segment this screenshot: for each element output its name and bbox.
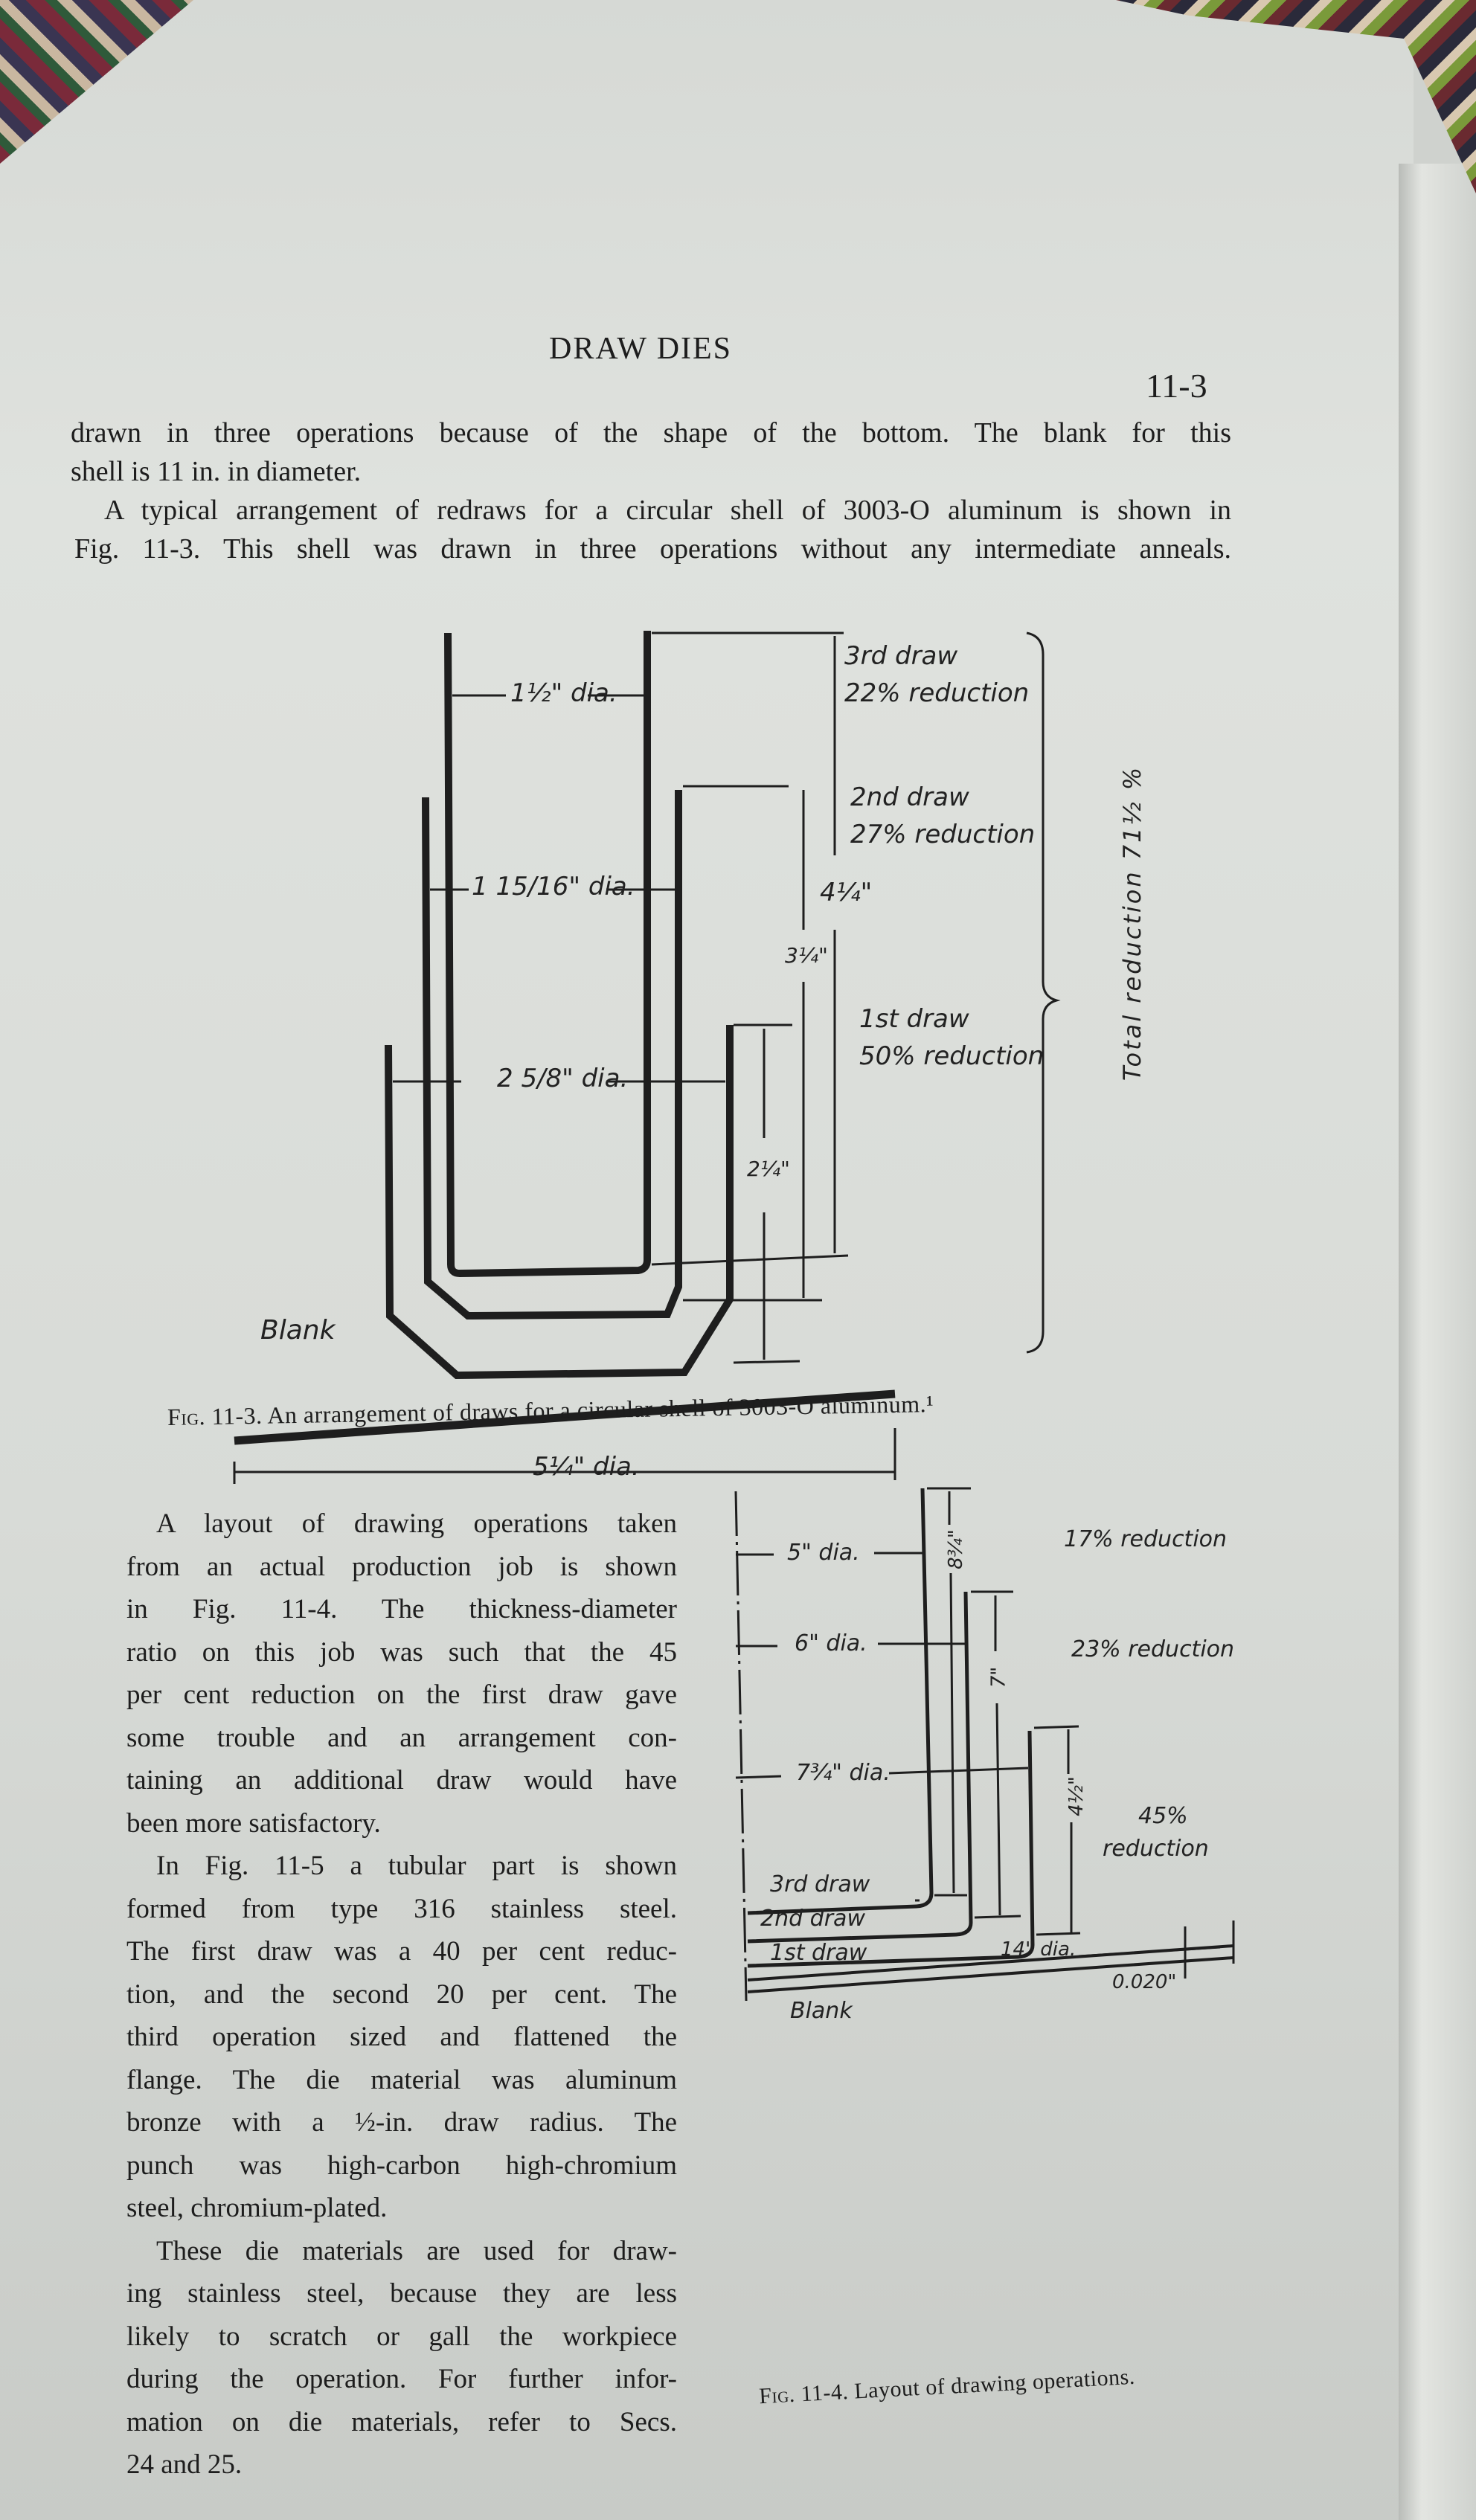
- text-line: ratio on this job was such that the 45: [126, 1636, 677, 1668]
- text-line: from an actual production job is shown: [126, 1551, 677, 1582]
- dimension-label: 8¾": [944, 1529, 967, 1569]
- page-edge: [1399, 164, 1476, 2520]
- text-line: punch was high-carbon high-chromium: [126, 2150, 677, 2181]
- draw-label: 2nd draw: [850, 782, 969, 812]
- text-line: bronze with a ½-in. draw radius. The: [126, 2107, 677, 2138]
- total-reduction-label: Total reduction 71½ %: [1118, 765, 1147, 1081]
- text-line: mation on die materials, refer to Secs.: [126, 2406, 677, 2437]
- extension-line: [927, 1487, 1235, 1979]
- text-line: drawn in three operations because of the…: [71, 417, 1231, 449]
- draw-label: 1st draw: [859, 1004, 969, 1034]
- dimension-label: 2¼": [747, 1157, 790, 1181]
- shell-3rd-draw: [747, 1488, 934, 1915]
- dimension-line: [915, 1491, 1073, 1932]
- dimension-label: 6" dia.: [795, 1630, 867, 1656]
- reduction-label: 45%: [1138, 1803, 1188, 1829]
- dimension-line: [393, 694, 725, 1083]
- dimension-label: 3¼": [785, 943, 828, 968]
- dimension-label: 2 5/8" dia.: [497, 1064, 629, 1093]
- draw-label: 1st draw: [770, 1940, 867, 1966]
- shell-1st-draw: [747, 1730, 1035, 1968]
- extension-line: [651, 631, 849, 1364]
- text-line: some trouble and an arrangement con-: [126, 1722, 677, 1753]
- dimension-label: 5" dia.: [787, 1540, 860, 1566]
- text-line: 24 and 25.: [126, 2449, 243, 2480]
- text-line: formed from type 316 stainless steel.: [126, 1893, 677, 1924]
- text-line: during the operation. For further infor-: [126, 2364, 677, 2394]
- draw-label: 3rd draw: [770, 1871, 870, 1897]
- dimension-label: 1 15/16" dia.: [472, 872, 635, 901]
- text-line: flange. The die material was aluminum: [126, 2064, 677, 2095]
- shell-3rd-draw: [444, 631, 651, 1278]
- total-brace: [1026, 631, 1061, 1354]
- reduction-label: reduction: [1103, 1836, 1209, 1862]
- draw-label: 2nd draw: [760, 1906, 865, 1932]
- dimension-label: 14" dia.: [1001, 1938, 1076, 1961]
- reduction-label: 23% reduction: [1071, 1636, 1235, 1662]
- text-line: In Fig. 11-5 a tubular part is shown: [156, 1851, 677, 1881]
- reduction-label: 17% reduction: [1064, 1526, 1228, 1552]
- book-page: [0, 0, 1414, 2520]
- text-line: The first draw was a 40 per cent reduc-: [126, 1936, 677, 1967]
- text-line: Fig. 11-3. This shell was drawn in three…: [74, 533, 1231, 565]
- blank-label: Blank: [260, 1315, 336, 1346]
- text-line: A layout of drawing operations taken: [156, 1508, 677, 1539]
- page-number: 11-3: [1146, 367, 1207, 405]
- dimension-line: [233, 1428, 896, 1484]
- shell-2nd-draw: [422, 790, 682, 1320]
- centerline: [734, 1491, 748, 2002]
- dimension-label: 4½": [1065, 1776, 1088, 1816]
- caption-prefix: Fig. 11-4.: [758, 2379, 850, 2409]
- dimension-label: 4¼": [820, 878, 873, 907]
- text-line: taining an additional draw would have: [126, 1765, 677, 1796]
- text-line: third operation sized and flattened the: [126, 2022, 677, 2052]
- shell-2nd-draw: [747, 1591, 973, 1944]
- dimension-label: 1½" dia.: [510, 678, 617, 708]
- dimension-label: 5¼" dia.: [533, 1452, 640, 1482]
- body-text: A layout of drawing operations taken fro…: [126, 1502, 677, 2487]
- text-line: per cent reduction on the first draw gav…: [126, 1680, 677, 1710]
- text-line: steel, chromium-plated.: [126, 2193, 388, 2223]
- dimension-label: 7¾" dia.: [796, 1760, 891, 1786]
- dimension-label: 0.020": [1112, 1971, 1177, 1993]
- reduction-label: 27% reduction: [850, 820, 1036, 849]
- text-line: shell is 11 in. in diameter.: [71, 456, 362, 487]
- reduction-label: 50% reduction: [859, 1041, 1045, 1071]
- draw-label: 3rd draw: [844, 641, 958, 671]
- fig-11-3-drawing: [233, 631, 1061, 1484]
- text-line: tion, and the second 20 per cent. The: [126, 1979, 677, 2010]
- fig-11-4-drawing: [734, 1487, 1235, 2002]
- text-line: in Fig. 11-4. The thickness-diameter: [126, 1594, 677, 1624]
- dimension-line: [735, 1552, 1221, 1958]
- running-title: DRAW DIES: [549, 332, 733, 366]
- caption-prefix: Fig. 11-3.: [167, 1401, 263, 1430]
- text-line: A typical arrangement of redraws for a c…: [104, 495, 1231, 526]
- text-line: been more satisfactory.: [126, 1807, 381, 1839]
- text-line: likely to scratch or gall the workpiece: [126, 2321, 677, 2352]
- blank-label: Blank: [790, 1998, 853, 2024]
- reduction-label: 22% reduction: [844, 678, 1030, 708]
- text-line: These die materials are used for draw-: [156, 2235, 677, 2266]
- shell-1st-draw: [385, 1025, 734, 1380]
- blank-sheet: [234, 1389, 896, 1445]
- dimension-label: 7": [987, 1666, 1010, 1688]
- text-line: ing stainless steel, because they are le…: [126, 2278, 677, 2309]
